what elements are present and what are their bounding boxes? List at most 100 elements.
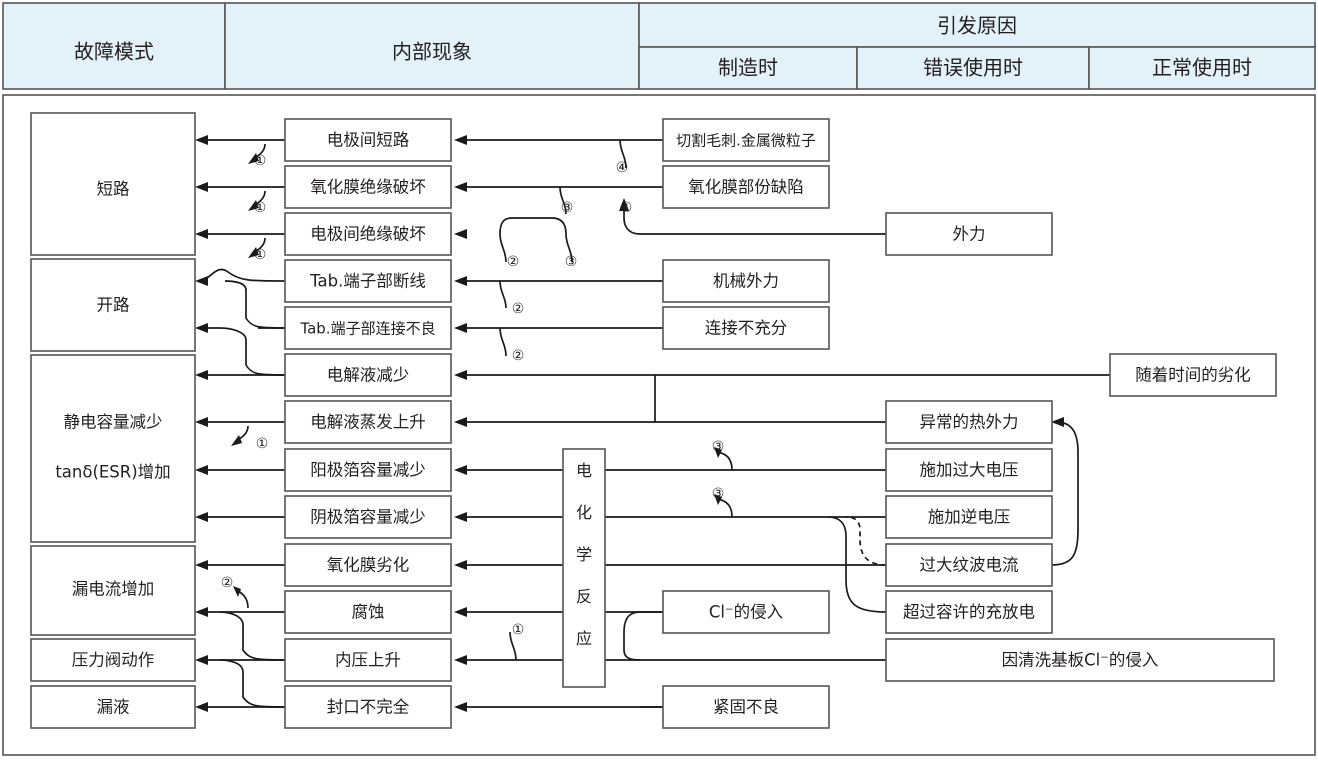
internal-box-3[interactable] [284, 259, 452, 303]
marker3c-arrow [714, 447, 722, 458]
internal-box-12[interactable] [284, 685, 452, 729]
cause-misuse-box-4[interactable] [885, 543, 1053, 587]
header-label-misuse: 错误使用时 [923, 56, 1023, 80]
cause-misuse-box-6[interactable] [885, 638, 1275, 682]
internal-label-2: 电极间绝缘破坏 [310, 225, 426, 244]
cause-mfg-label-3: 连接不充分 [705, 319, 788, 338]
cause-mfg-label-2: 机械外力 [713, 272, 779, 291]
cause-mfg-box-1[interactable] [662, 165, 830, 209]
internal-label-0: 电极间短路 [327, 131, 410, 150]
internal-box-8[interactable] [284, 495, 452, 539]
causes-normal-column: 随着时间的劣化 [1109, 353, 1277, 397]
marker2d-hook [499, 327, 507, 357]
failure-mode-box-5[interactable] [30, 685, 196, 729]
internal-box-0[interactable] [284, 118, 452, 162]
internal-label-7: 阳极箔容量减少 [310, 461, 426, 480]
marker-one-e: ① [512, 622, 525, 638]
cause-normal-label-0: 随着时间的劣化 [1135, 366, 1251, 385]
header-label-causes: 引发原因 [937, 14, 1017, 38]
internal-box-11[interactable] [284, 638, 452, 682]
marker-four-a: ④ [616, 160, 629, 176]
cause-mfg-box-3[interactable] [662, 306, 830, 350]
link-ripple-to-heat-arrow [1051, 417, 1064, 427]
cause-misuse-label-5: 超过容许的充放电 [903, 603, 1035, 622]
marker-three-a: ③ [561, 200, 574, 216]
marker3a-hook [559, 186, 567, 215]
failure-mode-label-1: 开路 [97, 296, 131, 315]
failure-mode-box-1[interactable] [30, 258, 196, 352]
failure-mode-box-3[interactable] [30, 545, 196, 636]
header-label-failure-mode: 故障模式 [74, 40, 154, 64]
cause-misuse-box-7[interactable] [662, 685, 830, 729]
cause-mfg-box-4[interactable] [662, 590, 830, 634]
marker-two-d: ② [512, 348, 525, 364]
failure-mode-label-0: 短路 [97, 180, 131, 199]
internal-box-10[interactable] [284, 590, 452, 634]
cause-mfg-box-0[interactable] [662, 118, 830, 162]
marker-two-a: ② [221, 575, 234, 591]
electro-chem-reaction-box: 电 化 学 反 应 [562, 448, 606, 688]
internal-box-1[interactable] [284, 165, 452, 209]
link-ip12-riser [219, 611, 286, 661]
table-header: 故障模式 内部现象 引发原因 制造时 错误使用时 正常使用时 [2, 2, 1316, 90]
link-dashed-ripple [845, 516, 887, 566]
cause-misuse-label-6: 因清洗基板Cl⁻的侵入 [1002, 651, 1159, 670]
marker4a-hook [619, 139, 627, 169]
electro-chem-rect [562, 448, 606, 688]
header-cell-failure-mode [2, 2, 226, 90]
electro-chem-char-2: 学 [576, 545, 592, 564]
failure-mode-label-2b: tanδ(ESR)增加 [55, 463, 170, 482]
failure-mode-label-3: 漏电流增加 [72, 580, 155, 599]
internal-label-10: 腐蚀 [352, 603, 385, 622]
internal-box-5[interactable] [284, 353, 452, 397]
cause-normal-box-0[interactable] [1109, 353, 1277, 397]
marker-two-c: ② [512, 301, 525, 317]
internal-label-11: 内压上升 [335, 651, 401, 670]
internal-box-4[interactable] [284, 306, 452, 350]
marker1a-arrow [248, 153, 259, 164]
marker-one-b: ① [254, 200, 267, 216]
cause-misuse-box-5[interactable] [885, 590, 1053, 634]
cause-mfg-label-1: 氧化膜部份缺陷 [688, 178, 804, 197]
header-label-manufacturing: 制造时 [718, 56, 778, 80]
marker-one-a: ① [254, 153, 267, 169]
cause-misuse-box-0[interactable] [885, 212, 1053, 256]
internal-box-2[interactable] [284, 212, 452, 256]
internal-box-7[interactable] [284, 448, 452, 492]
marker1e-hook [509, 631, 517, 661]
link-ripple-to-heat [1050, 421, 1079, 566]
marker-two-b: ② [507, 254, 520, 270]
marker-four-b: ④ [620, 200, 633, 216]
cause-misuse-label-1: 异常的热外力 [920, 413, 1019, 432]
marker-three-b: ③ [565, 254, 578, 270]
internal-phenomena-column: 电极间短路 氧化膜绝缘破坏 电极间绝缘破坏 Tab.端子部断线 Tab.端子部连… [284, 118, 452, 729]
cause-mfg-label-4: Cl⁻的侵入 [709, 603, 783, 622]
cause-misuse-box-3[interactable] [885, 495, 1053, 539]
internal-label-9: 氧化膜劣化 [327, 556, 410, 575]
cause-misuse-box-1[interactable] [885, 400, 1053, 444]
cause-misuse-label-0: 外力 [953, 225, 986, 244]
header-cell-misuse [856, 46, 1090, 90]
marker-three-c: ③ [712, 439, 725, 455]
electro-chem-char-1: 化 [576, 503, 592, 522]
failure-mode-label-4: 压力阀动作 [72, 651, 155, 670]
marker-three-d: ③ [712, 486, 725, 502]
failure-mode-column: 短路 开路 静电容量减少 tanδ(ESR)增加 漏电流增加 压力阀动作 漏液 [30, 112, 196, 729]
cause-misuse-box-2[interactable] [885, 448, 1053, 492]
electro-chem-char-3: 反 [576, 587, 592, 606]
internal-box-6[interactable] [284, 400, 452, 444]
marker1d-arrow [231, 435, 242, 446]
internal-label-6: 电解液蒸发上升 [310, 413, 426, 432]
marker-one-c: ① [254, 247, 267, 263]
failure-mode-box-2[interactable] [30, 354, 196, 543]
internal-box-9[interactable] [284, 543, 452, 587]
diagram-frame [2, 94, 1316, 756]
marker2a-arrow [233, 586, 241, 597]
failure-mode-box-0[interactable] [30, 112, 196, 256]
failure-mode-box-4[interactable] [30, 638, 196, 682]
link-ip6-riser [219, 327, 286, 376]
cause-mfg-box-2[interactable] [662, 259, 830, 303]
link-ip5-to-fm2 [224, 280, 286, 329]
connector-lines [195, 135, 1110, 712]
